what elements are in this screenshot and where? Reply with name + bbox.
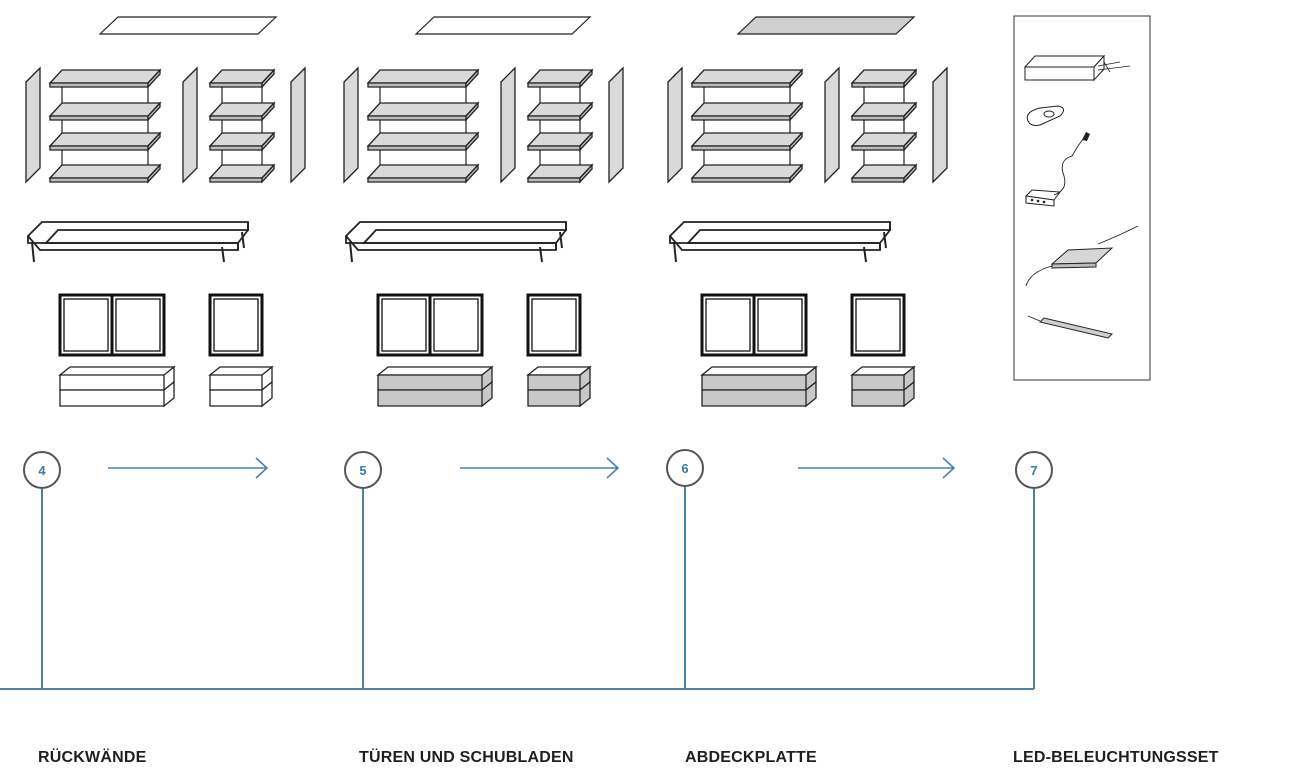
step-marker-7: 7 <box>1015 451 1053 489</box>
arrow-4-to-5 <box>108 457 269 479</box>
timeline <box>0 486 1035 690</box>
step-6-illustration <box>668 16 947 407</box>
doors <box>58 293 264 357</box>
step-number-5: 5 <box>359 463 366 478</box>
step-marker-6: 6 <box>666 449 704 487</box>
drawers <box>701 366 915 407</box>
step-number-6: 6 <box>681 461 688 476</box>
base-frame <box>669 221 891 263</box>
top-panel <box>736 16 916 35</box>
top-panel <box>98 16 278 35</box>
step-4-illustration <box>26 16 305 407</box>
led-strip-icon <box>1027 315 1113 339</box>
step-label-4: RÜCKWÄNDE <box>38 749 147 766</box>
step-label-6: ABDECKPLATTE <box>685 749 817 766</box>
remote-control-icon <box>1026 105 1064 126</box>
step-5-illustration <box>344 16 623 407</box>
step-number-4: 4 <box>38 463 46 478</box>
doors <box>376 293 582 357</box>
doors <box>700 293 906 357</box>
led-panel-icon <box>1025 225 1139 287</box>
base-frame <box>345 221 567 263</box>
step-label-7: LED-BELEUCHTUNGSSET <box>1013 749 1219 766</box>
arrow-6-to-7 <box>798 457 956 479</box>
power-cable-icon <box>1024 132 1090 207</box>
base-frame <box>27 221 249 263</box>
arrow-5-to-6 <box>460 457 620 479</box>
step-label-5: TÜREN UND SCHUBLADEN <box>359 749 574 766</box>
flow-arrows <box>108 457 956 479</box>
drawers <box>377 366 591 407</box>
led-driver-icon <box>1023 54 1131 82</box>
step-marker-4: 4 <box>23 451 61 489</box>
led-kit-panel <box>1013 15 1151 381</box>
step-marker-5: 5 <box>344 451 382 489</box>
drawers <box>59 366 273 407</box>
top-panel <box>414 16 592 35</box>
step-number-7: 7 <box>1030 463 1037 478</box>
